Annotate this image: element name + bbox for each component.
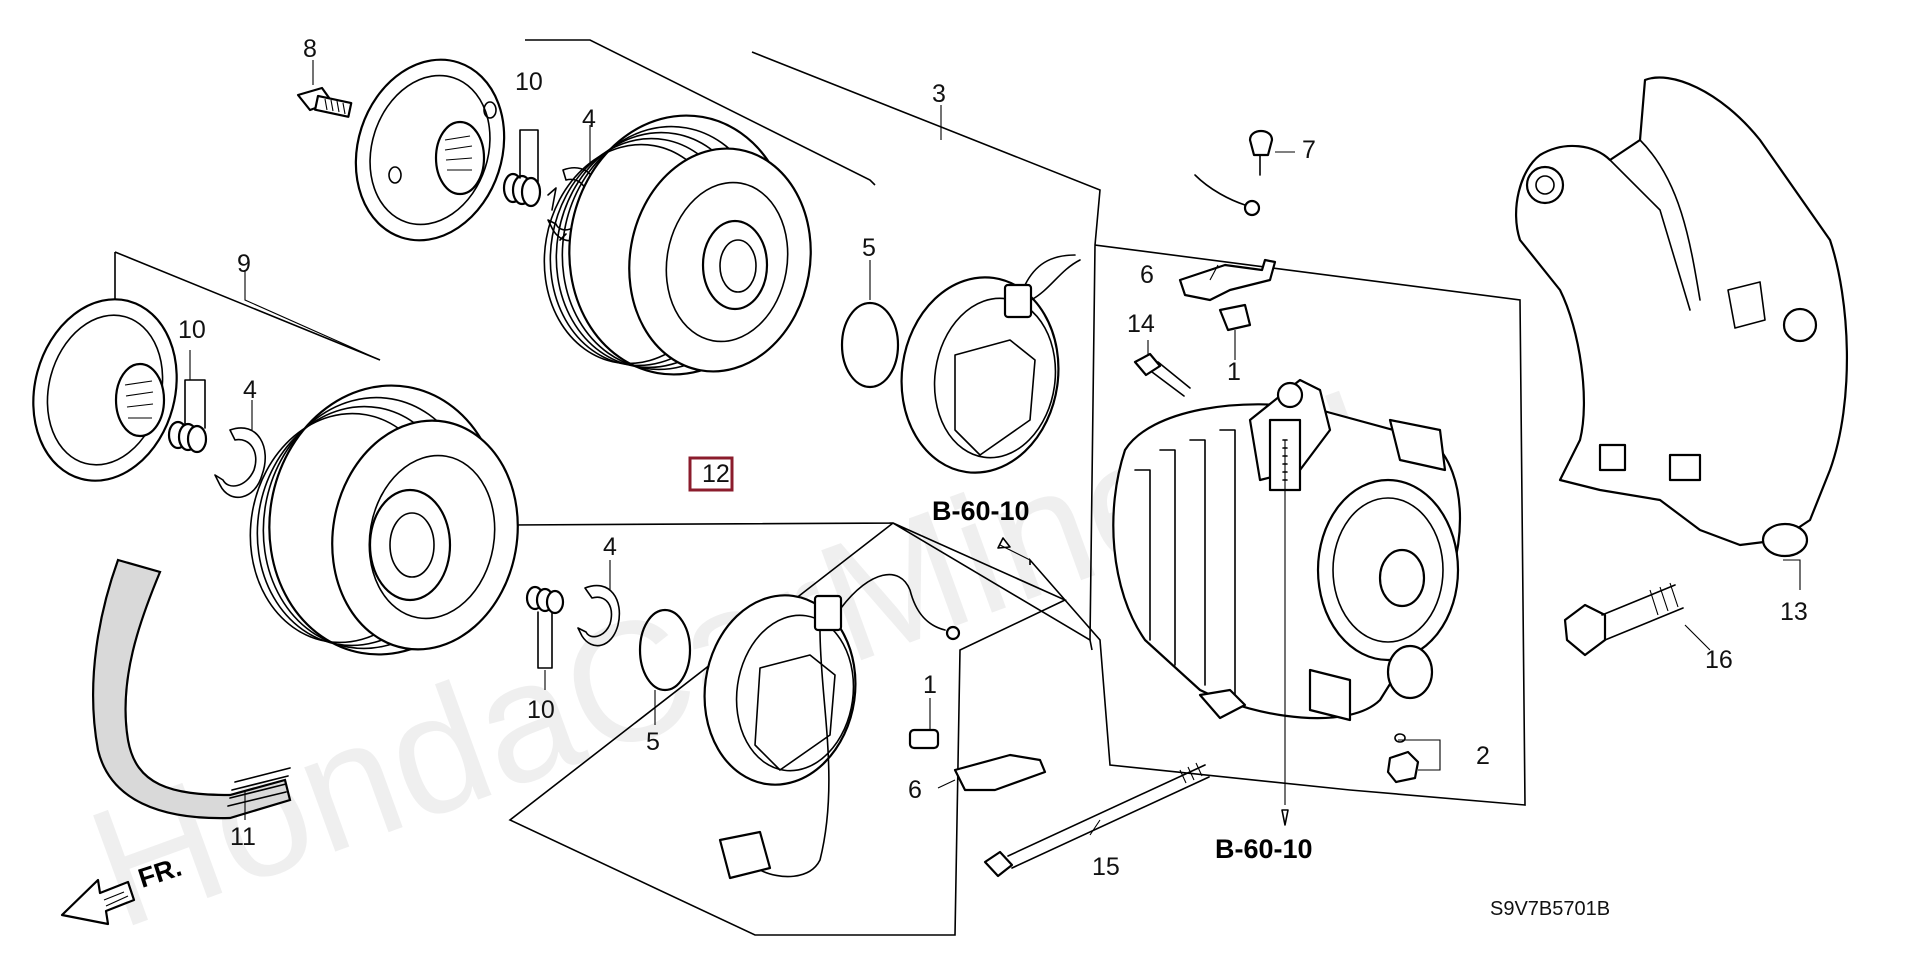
- pulley-upper: [543, 114, 812, 376]
- assembly-frame-lower: [508, 522, 1093, 936]
- shims-part-10-lower-left: [167, 379, 208, 454]
- callout-1-upper: 1: [1227, 358, 1241, 386]
- snap-ring-part-5-upper: [840, 301, 900, 389]
- shims-part-10-lower: [525, 585, 565, 669]
- diode-part-1-lower: [908, 728, 940, 750]
- field-coil-upper: [900, 254, 1081, 474]
- shims-part-10-upper: [502, 129, 542, 208]
- callout-4-lower: 4: [603, 533, 617, 561]
- callout-10-upper: 10: [515, 68, 543, 96]
- callout-8: 8: [303, 35, 317, 63]
- bracket-part-6-lower: [953, 753, 1047, 792]
- drive-belt-part-11: [92, 558, 292, 820]
- callout-12: 12: [702, 460, 730, 488]
- snap-ring-part-4-lower: [577, 584, 621, 647]
- callout-15: 15: [1092, 853, 1120, 881]
- callout-6-lower: 6: [908, 776, 922, 804]
- field-coil-lower: [703, 573, 961, 880]
- callout-7: 7: [1302, 136, 1316, 164]
- callout-4-upper: 4: [582, 105, 596, 133]
- diagram-code: S9V7B5701B: [1490, 898, 1610, 920]
- callout-3: 3: [932, 80, 946, 108]
- callout-14: 14: [1127, 310, 1155, 338]
- clutch-plate-lower: [32, 298, 178, 482]
- reference-b-60-10-lower[interactable]: B-60-10: [1215, 834, 1313, 864]
- reference-b-60-10-upper[interactable]: B-60-10: [932, 496, 1030, 526]
- callout-10-left: 10: [178, 316, 206, 344]
- callout-10-lower: 10: [527, 696, 555, 724]
- callout-6-upper: 6: [1140, 261, 1154, 289]
- bolt-part-14: [1133, 352, 1191, 397]
- snap-ring-part-5-lower: [638, 608, 692, 692]
- callout-5-upper: 5: [862, 234, 876, 262]
- bolt-part-8: [296, 86, 353, 118]
- clutch-plate-upper: [354, 58, 506, 242]
- callout-12-highlight-box: [688, 456, 734, 492]
- callout-4-left: 4: [243, 376, 257, 404]
- snap-ring-part-4-left: [214, 427, 266, 499]
- compressor-body: [1112, 378, 1461, 722]
- clip-part-7: [1194, 129, 1274, 217]
- callout-11: 11: [230, 823, 256, 851]
- callout-1-lower: 1: [923, 671, 937, 699]
- callout-13: 13: [1780, 598, 1808, 626]
- callout-9: 9: [237, 250, 251, 278]
- mounting-bracket-part-13: [1515, 76, 1848, 558]
- callout-labels: 8 10 4 3 5 7 6 14 1 9 10 4 12 4 10 5 1 6…: [178, 35, 1808, 881]
- callout-5-lower: 5: [646, 728, 660, 756]
- diode-part-1-upper: [1218, 303, 1252, 332]
- nut-part-2: [1386, 733, 1420, 784]
- through-bolt-part-15: [983, 762, 1210, 878]
- assembly-frame-10-top: [525, 39, 876, 186]
- bracket-part-6-upper: [1178, 258, 1277, 302]
- bolt-part-16: [1563, 582, 1684, 657]
- leader-lines: [189, 60, 1801, 836]
- callout-2: 2: [1476, 742, 1490, 770]
- pulley-lower: [249, 384, 519, 656]
- callout-16: 16: [1705, 646, 1733, 674]
